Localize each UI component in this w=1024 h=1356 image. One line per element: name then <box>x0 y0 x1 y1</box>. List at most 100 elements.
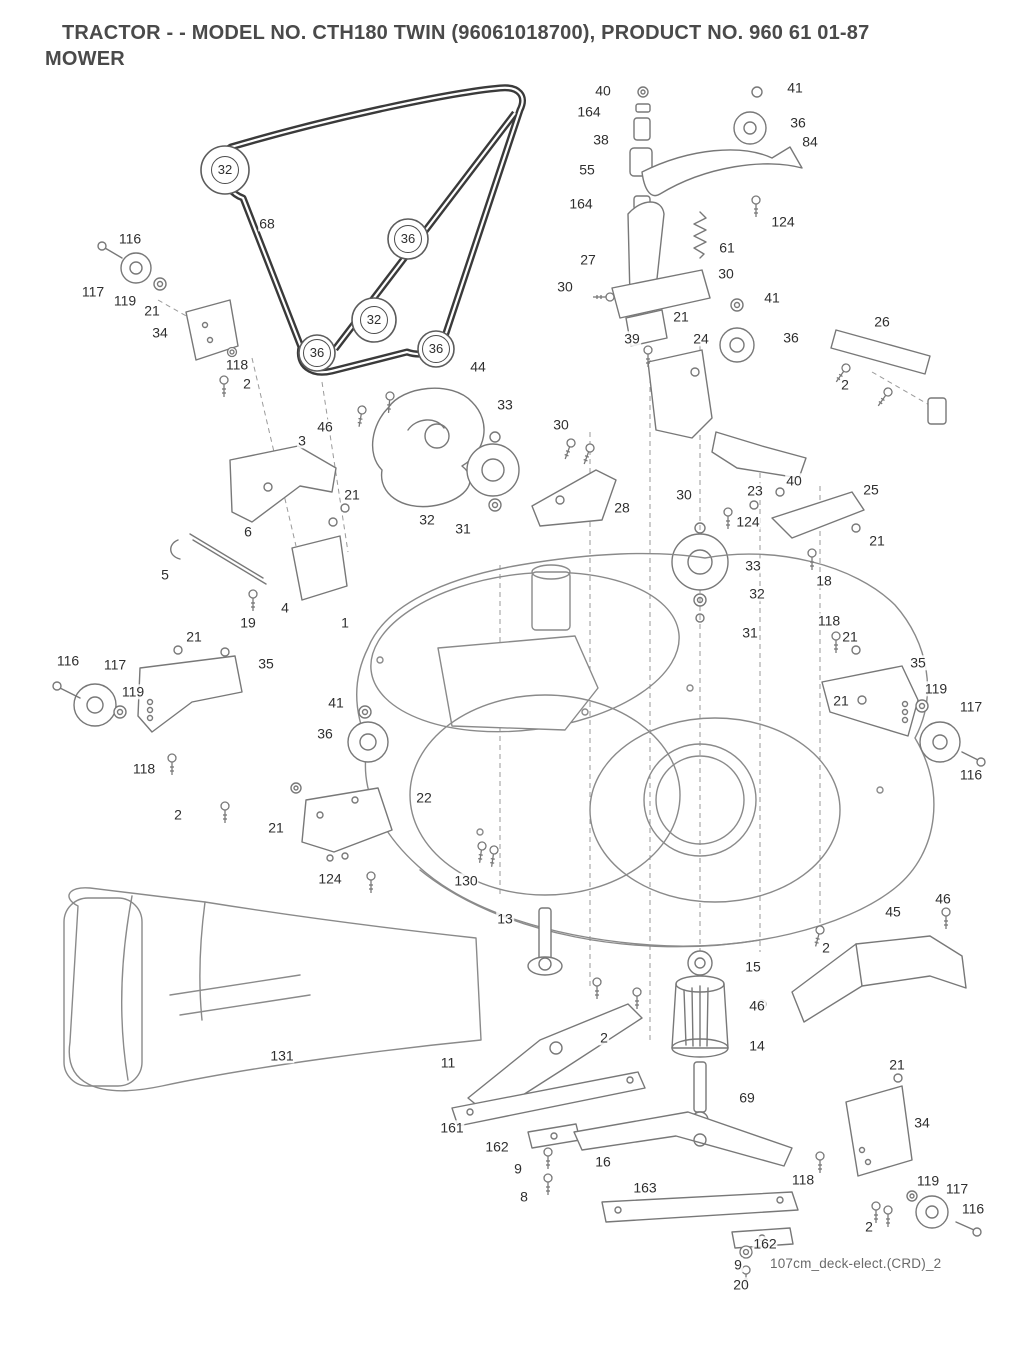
part-callout-164: 164 <box>576 103 602 120</box>
part-callout-21: 21 <box>143 302 161 319</box>
part-callout-34: 34 <box>151 324 169 341</box>
part-callout-119: 119 <box>112 292 138 309</box>
part-callout-32: 32 <box>360 306 388 334</box>
part-callout-119: 119 <box>120 683 146 700</box>
part-callout-30: 30 <box>717 265 735 282</box>
part-callout-69: 69 <box>738 1089 756 1106</box>
part-callout-117: 117 <box>80 283 106 300</box>
part-callout-2: 2 <box>821 939 831 956</box>
page-title: TRACTOR - - MODEL NO. CTH180 TWIN (96061… <box>45 20 995 72</box>
suspension-arm-group <box>611 86 803 439</box>
rear-brace-group <box>711 329 947 539</box>
part-callout-2: 2 <box>242 375 252 392</box>
part-callout-164: 164 <box>568 195 594 212</box>
part-callout-84: 84 <box>801 133 819 150</box>
part-callout-36: 36 <box>422 335 450 363</box>
part-callout-36: 36 <box>789 114 807 131</box>
part-callout-39: 39 <box>623 330 641 347</box>
part-callout-35: 35 <box>909 654 927 671</box>
part-callout-36: 36 <box>782 329 800 346</box>
part-callout-130: 130 <box>453 872 479 889</box>
part-callout-32: 32 <box>211 156 239 184</box>
part-callout-124: 124 <box>317 870 343 887</box>
part-callout-31: 31 <box>741 624 759 641</box>
part-callout-116: 116 <box>117 230 143 247</box>
part-callout-2: 2 <box>173 806 183 823</box>
part-callout-22: 22 <box>415 789 433 806</box>
part-callout-15: 15 <box>744 958 762 975</box>
part-callout-1: 1 <box>340 614 350 631</box>
part-callout-117: 117 <box>958 698 984 715</box>
spindle-blade-group <box>451 907 799 1249</box>
part-callout-124: 124 <box>735 513 761 530</box>
part-callout-25: 25 <box>862 481 880 498</box>
part-callout-119: 119 <box>915 1172 941 1189</box>
part-callout-162: 162 <box>484 1138 510 1155</box>
parts-line-art <box>52 86 986 1249</box>
part-callout-27: 27 <box>579 251 597 268</box>
deck-shell-group <box>356 552 935 948</box>
part-callout-46: 46 <box>748 997 766 1014</box>
part-callout-2: 2 <box>864 1218 874 1235</box>
left-idler-group <box>290 705 393 862</box>
part-callout-4: 4 <box>280 599 290 616</box>
part-callout-41: 41 <box>763 289 781 306</box>
part-callout-116: 116 <box>55 652 81 669</box>
bracket-34-bottom-group <box>845 1073 982 1237</box>
part-callout-21: 21 <box>868 532 886 549</box>
part-callout-21: 21 <box>343 486 361 503</box>
part-callout-131: 131 <box>269 1047 295 1064</box>
part-callout-11: 11 <box>439 1054 457 1071</box>
part-callout-31: 31 <box>454 520 472 537</box>
part-callout-32: 32 <box>748 585 766 602</box>
part-callout-36: 36 <box>394 225 422 253</box>
part-callout-61: 61 <box>718 239 736 256</box>
part-callout-21: 21 <box>832 692 850 709</box>
page-title-line2: MOWER <box>45 48 125 70</box>
part-callout-46: 46 <box>316 418 334 435</box>
part-callout-20: 20 <box>732 1276 750 1293</box>
part-callout-33: 33 <box>496 396 514 413</box>
part-callout-2: 2 <box>840 376 850 393</box>
part-callout-32: 32 <box>418 511 436 528</box>
part-callout-35: 35 <box>257 655 275 672</box>
mandrel-cover-group <box>371 387 729 623</box>
part-callout-26: 26 <box>873 313 891 330</box>
part-callout-33: 33 <box>744 557 762 574</box>
part-callout-40: 40 <box>594 82 612 99</box>
part-callout-21: 21 <box>841 628 859 645</box>
part-callout-116: 116 <box>960 1200 986 1217</box>
part-callout-41: 41 <box>786 79 804 96</box>
part-callout-9: 9 <box>513 1160 523 1177</box>
drawing-reference: 107cm_deck-elect.(CRD)_2 <box>770 1256 942 1271</box>
part-callout-55: 55 <box>578 161 596 178</box>
part-callout-46: 46 <box>934 890 952 907</box>
part-callout-5: 5 <box>160 566 170 583</box>
chute-group <box>63 887 482 1092</box>
idler-arm-group <box>97 241 239 361</box>
part-callout-23: 23 <box>746 482 764 499</box>
part-callout-21: 21 <box>267 819 285 836</box>
part-callout-119: 119 <box>923 680 949 697</box>
part-callout-30: 30 <box>552 416 570 433</box>
part-callout-45: 45 <box>884 903 902 920</box>
part-callout-34: 34 <box>913 1114 931 1131</box>
part-callout-30: 30 <box>556 278 574 295</box>
part-callout-3: 3 <box>297 432 307 449</box>
part-callout-161: 161 <box>439 1119 465 1136</box>
part-callout-19: 19 <box>239 614 257 631</box>
part-callout-9: 9 <box>733 1256 743 1273</box>
part-callout-118: 118 <box>131 760 157 777</box>
part-callout-118: 118 <box>224 356 250 373</box>
page-title-line1: TRACTOR - - MODEL NO. CTH180 TWIN (96061… <box>62 22 870 44</box>
part-callout-14: 14 <box>748 1037 766 1054</box>
part-callout-162: 162 <box>752 1235 778 1252</box>
part-callout-116: 116 <box>958 766 984 783</box>
part-callout-41: 41 <box>327 694 345 711</box>
part-callout-36: 36 <box>316 725 334 742</box>
part-callout-8: 8 <box>519 1188 529 1205</box>
part-callout-40: 40 <box>785 472 803 489</box>
part-callout-21: 21 <box>672 308 690 325</box>
